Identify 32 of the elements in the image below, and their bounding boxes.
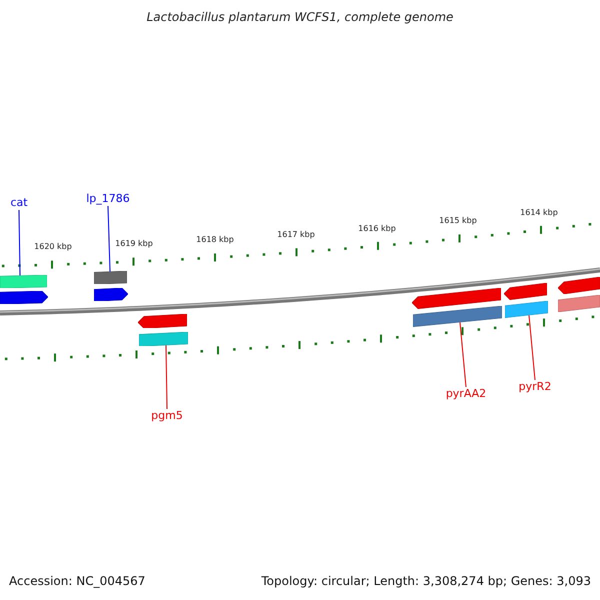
gene-label: lp_1786 <box>86 192 130 205</box>
gene-feature <box>94 288 128 302</box>
tick-label: 1618 kbp <box>196 235 234 244</box>
leader-line <box>166 344 168 410</box>
gene-feature <box>412 288 501 309</box>
gene-feature <box>0 274 47 288</box>
tick-label: 1614 kbp <box>520 208 558 217</box>
leader-line <box>528 314 536 380</box>
genome-info-text: Topology: circular; Length: 3,308,274 bp; Genes: 3,093 <box>261 574 591 588</box>
gene-feature <box>558 294 600 312</box>
tick-label: 1617 kbp <box>277 230 315 239</box>
gene-feature <box>138 314 187 328</box>
tick-label: 1615 kbp <box>439 216 477 225</box>
gene-feature <box>505 301 548 318</box>
gene-label: pyrAA2 <box>446 387 486 400</box>
gene-feature <box>413 306 502 327</box>
tick-label: 1619 kbp <box>115 239 153 248</box>
leader-line <box>460 322 466 388</box>
leader-line <box>18 210 20 276</box>
gene-feature <box>558 276 600 294</box>
gene-label: pgm5 <box>151 409 183 422</box>
gene-label: cat <box>10 196 28 209</box>
gene-feature <box>0 290 48 304</box>
accession-text: Accession: NC_004567 <box>9 574 146 588</box>
gene-feature <box>139 332 188 346</box>
tick-label: 1616 kbp <box>358 224 396 233</box>
gene-feature <box>504 283 547 300</box>
gene-label: pyrR2 <box>518 380 552 393</box>
tick-label: 1620 kbp <box>34 242 72 251</box>
title: Lactobacillus plantarum WCFS1, complete genome <box>146 10 454 24</box>
leader-line <box>108 206 110 272</box>
gene-feature <box>94 270 127 284</box>
